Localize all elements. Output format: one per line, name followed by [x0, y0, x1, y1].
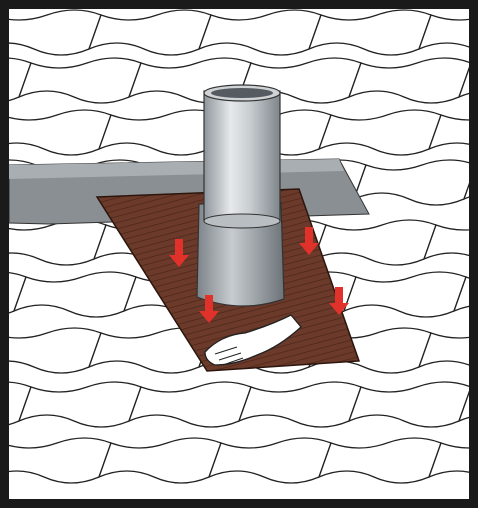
- roof-tile: [239, 382, 361, 427]
- roof-tile: [354, 160, 469, 205]
- roof-tile: [14, 272, 136, 317]
- roof-tile: [9, 328, 101, 373]
- roof-tile: [349, 382, 469, 427]
- roof-tile: [319, 438, 441, 483]
- roof-tile: [349, 58, 469, 103]
- roof-tile: [314, 220, 436, 265]
- roof-tile: [19, 382, 141, 427]
- roof-tile: [344, 272, 466, 317]
- roof-tile: [19, 58, 141, 103]
- roof-tile: [9, 10, 101, 55]
- roof-tile: [319, 110, 441, 155]
- roof-tile: [309, 10, 431, 55]
- roof-tile: [129, 382, 251, 427]
- pipe-icon: [197, 85, 284, 306]
- roof-tile: [199, 10, 321, 55]
- roof-tile: [9, 438, 111, 483]
- roof-tile: [9, 110, 111, 155]
- roof-tile: [99, 110, 221, 155]
- roof-tile: [9, 220, 106, 265]
- roof-tile: [89, 10, 211, 55]
- roof-tile: [209, 438, 331, 483]
- roof-tile: [99, 438, 221, 483]
- roof-illustration: [9, 9, 469, 499]
